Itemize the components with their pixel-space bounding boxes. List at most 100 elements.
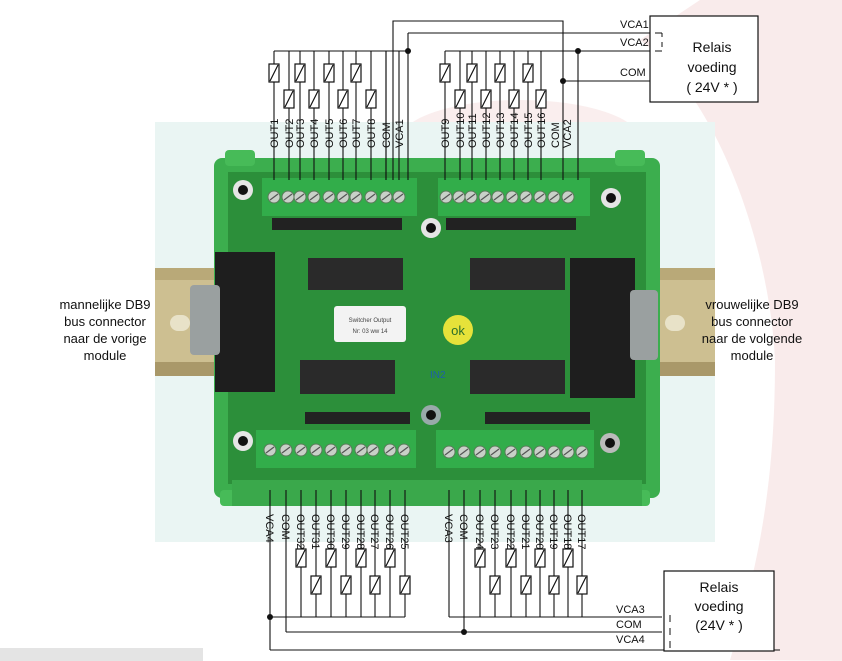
relay-coil-diagonal [324, 64, 334, 82]
screw-slot [324, 193, 334, 201]
screw-slot [265, 446, 275, 454]
terminal-label: OUT12 [481, 113, 493, 148]
terminal-label: OUT22 [504, 514, 516, 549]
screw-slot [385, 446, 395, 454]
terminal-label: OUT10 [455, 113, 467, 148]
relay-coil-diagonal [309, 90, 319, 108]
junction-dot [575, 48, 581, 54]
relay-coil-diagonal [296, 549, 306, 567]
terminal-label: OUT30 [324, 514, 336, 549]
relay-coil-diagonal [506, 549, 516, 567]
junction-dot [405, 48, 411, 54]
bottom-supply-text: Relais [700, 579, 739, 595]
terminal-label: COM [381, 122, 393, 148]
left-note-line: bus connector [64, 314, 146, 329]
terminal-label: OUT9 [440, 119, 452, 148]
relay-coil-diagonal [341, 576, 351, 594]
terminal-label: OUT26 [383, 514, 395, 549]
screw-slot [269, 193, 279, 201]
screw-slot [480, 193, 490, 201]
right-note-line: module [730, 348, 774, 363]
screw-slot [507, 193, 517, 201]
right-note-line: naar de volgende [701, 331, 803, 346]
ic-4 [300, 360, 395, 394]
screw-slot [441, 193, 451, 201]
terminal-label: OUT28 [354, 514, 366, 549]
relay-coil-diagonal [490, 576, 500, 594]
relay-coil-diagonal [385, 549, 395, 567]
relay-coil-diagonal [366, 90, 376, 108]
screw-slot [549, 193, 559, 201]
bottom-supply-text: (24V * ) [695, 617, 742, 633]
screw-slot [338, 193, 348, 201]
screw-slot [381, 193, 391, 201]
relay-coil-diagonal [326, 549, 336, 567]
screw-slot [459, 448, 469, 456]
top-supply-wire-label: VCA1 [620, 19, 649, 31]
relay-coil-diagonal [455, 90, 465, 108]
terminal-label: OUT18 [561, 514, 573, 549]
screw-slot [311, 446, 321, 454]
screw-slot [394, 193, 404, 201]
relay-coil-diagonal [400, 576, 410, 594]
screw-slot [356, 446, 366, 454]
top-supply-wire-label: COM [620, 67, 646, 79]
bottom-scroll-bar [0, 648, 203, 661]
bottom-supply-wire-label: COM [616, 619, 642, 631]
screw-slot [563, 448, 573, 456]
screw-slot [506, 448, 516, 456]
terminal-label: OUT16 [536, 113, 548, 148]
terminal-label: OUT25 [398, 514, 410, 549]
screw-slot [493, 193, 503, 201]
relay-coil-diagonal [311, 576, 321, 594]
relay-coil-diagonal [535, 549, 545, 567]
relay-coil-diagonal [440, 64, 450, 82]
terminal-label: OUT24 [473, 514, 485, 549]
relay-coil-diagonal [509, 90, 519, 108]
top-supply-text: ( 24V * ) [686, 79, 737, 95]
sticker-line2: Nr: 03 ww 14 [352, 329, 388, 335]
screw-slot [444, 448, 454, 456]
terminal-label: OUT2 [284, 119, 296, 148]
relay-coil-diagonal [549, 576, 559, 594]
screw-slot [399, 446, 409, 454]
relay-coil-diagonal [521, 576, 531, 594]
terminal-label: VCA4 [263, 514, 275, 543]
terminal-label: OUT32 [294, 514, 306, 549]
top-supply-wire-label: VCA2 [620, 37, 649, 49]
terminal-label: OUT3 [295, 119, 307, 148]
relay-coil-diagonal [577, 576, 587, 594]
screw-slot [326, 446, 336, 454]
terminal-label: OUT17 [575, 514, 587, 549]
terminal-label: VCA3 [442, 514, 454, 543]
screw-slot [366, 193, 376, 201]
terminal-label: OUT8 [366, 119, 378, 148]
relay-coil-diagonal [523, 64, 533, 82]
top-supply-text: voeding [687, 59, 736, 75]
relay-coil-diagonal [475, 549, 485, 567]
bottom-supply-text: voeding [694, 598, 743, 614]
db9-male [215, 252, 275, 392]
right-note-line: bus connector [711, 314, 793, 329]
terminal-label: OUT19 [547, 514, 559, 549]
screw-slot [475, 448, 485, 456]
terminal-label: OUT11 [467, 113, 479, 148]
terminal-label: OUT14 [509, 113, 521, 148]
bottom-power-supply-box [663, 570, 775, 652]
watermark-shape-right [640, 0, 842, 661]
terminal-label: OUT23 [488, 514, 500, 549]
top-supply-text: Relais [693, 39, 732, 55]
left-note-line: mannelijke DB9 [59, 297, 151, 312]
terminal-label: OUT13 [495, 113, 507, 148]
terminal-label: OUT31 [309, 514, 321, 549]
relay-coil-diagonal [467, 64, 477, 82]
relay-coil-diagonal [338, 90, 348, 108]
left-note-line: naar de vorige [63, 331, 147, 346]
terminal-label: OUT6 [338, 119, 350, 148]
terminal-label: COM [279, 514, 291, 540]
bottom-supply-wire-label: VCA3 [616, 604, 645, 616]
ok-mark [443, 315, 473, 345]
screw-slot [454, 193, 464, 201]
terminal-label: OUT29 [339, 514, 351, 549]
